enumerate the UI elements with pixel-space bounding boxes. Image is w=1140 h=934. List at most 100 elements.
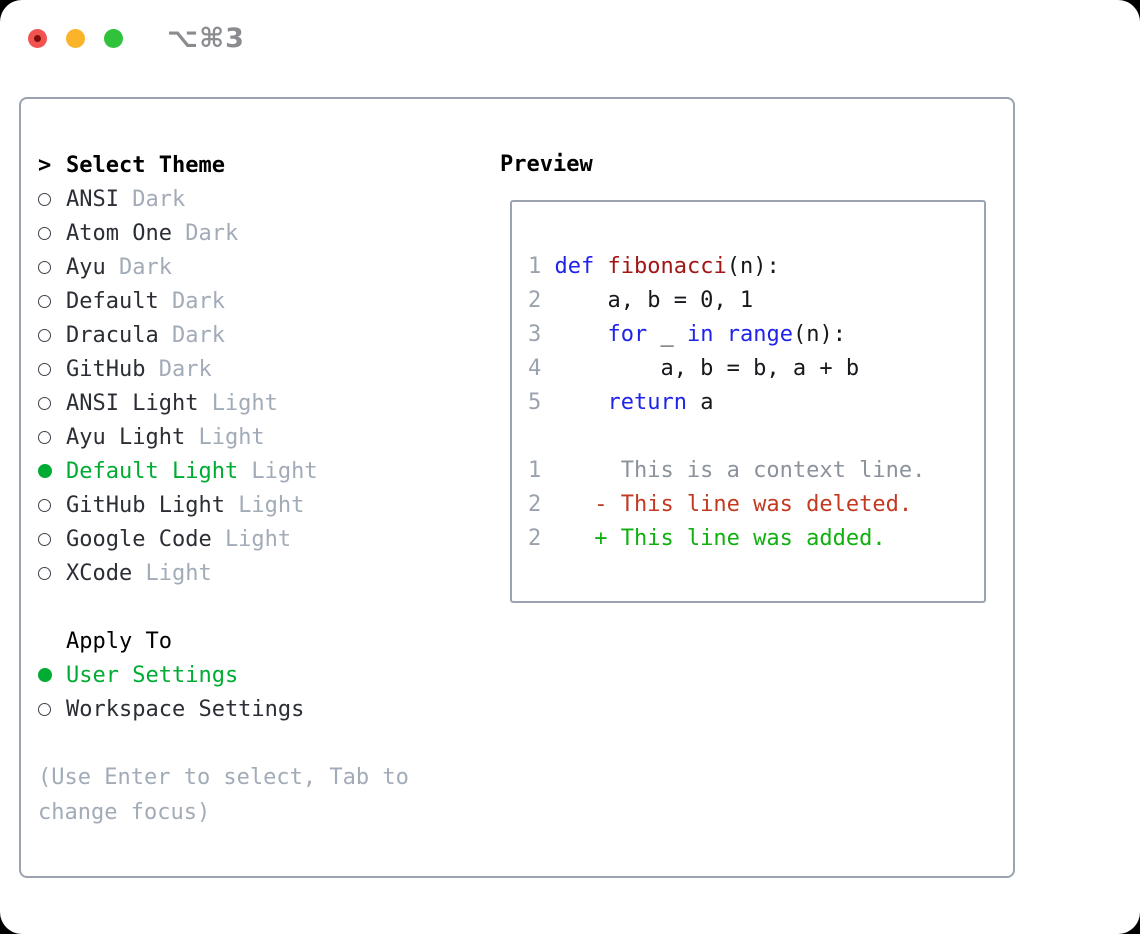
apply-option-user-settings[interactable]: User Settings [38,658,484,692]
theme-option-ansi-light[interactable]: ANSI Light Light [38,386,484,420]
radio-circle [38,702,51,716]
theme-variant-badge: Dark [171,322,225,348]
theme-name: Google Code [66,526,212,552]
code-token: (n): [792,322,846,347]
apply-to-header: Apply To [38,624,484,658]
theme-variant-badge: Dark [158,356,212,382]
line-number: 2 [528,526,542,551]
radio-icon [38,226,66,240]
code-token: _ [647,322,687,347]
radio-circle [38,532,51,546]
theme-name: ANSI [66,186,119,212]
theme-option-github[interactable]: GitHub Dark [38,352,484,386]
radio-circle [38,192,51,206]
window-shortcut-label: ⌥⌘3 [167,22,245,54]
theme-option-xcode[interactable]: XCode Light [38,556,484,590]
theme-name: Dracula [66,322,159,348]
diff-line-deleted: 2 - This line was deleted. [528,488,984,522]
minimize-button[interactable] [66,28,85,48]
code-line: 4 a, b = b, a + b [528,352,984,386]
radio-icon [38,498,66,512]
code-token: a [686,390,714,415]
theme-variant-badge: Light [145,560,212,586]
theme-option-ansi[interactable]: ANSI Dark [38,182,484,216]
radio-circle [38,362,51,376]
theme-variant-badge: Dark [185,220,239,246]
code-token [594,254,607,279]
titlebar: ⌥⌘3 [0,0,1140,76]
focus-caret: > [38,152,52,178]
theme-variant-badge: Light [211,390,278,416]
theme-name: XCode [66,560,133,586]
theme-option-ayu-light[interactable]: Ayu Light Light [38,420,484,454]
preview-title: Preview [500,152,593,177]
code-token: fibonacci [607,254,727,279]
theme-variant-badge: Dark [132,186,186,212]
code-token: a, b = b, a + b [554,356,860,381]
code-token: a, b = 0, 1 [554,288,754,313]
theme-name: Ayu Light [66,424,186,450]
line-number: 2 [528,492,542,517]
radio-icon [38,260,66,274]
close-dot-icon [34,34,41,42]
spacer [528,420,984,454]
code-token [713,322,726,347]
theme-option-dracula[interactable]: Dracula Dark [38,318,484,352]
radio-circle [38,566,51,580]
apply-option-label: User Settings [66,662,239,688]
theme-name: ANSI Light [66,390,199,416]
line-number: 2 [528,288,542,313]
code-token: for [607,322,648,347]
radio-icon [38,396,66,410]
theme-variant-badge: Dark [171,288,225,314]
radio-circle [38,498,51,512]
theme-option-default[interactable]: Default Dark [38,284,484,318]
code-line: 3 for _ in range(n): [528,318,984,352]
radio-circle [38,464,52,478]
diff-line-added: 2 + This line was added. [528,522,984,556]
radio-selected-icon [38,464,66,478]
theme-option-atom-one[interactable]: Atom One Dark [38,216,484,250]
theme-name: GitHub [66,356,146,382]
line-number: 4 [528,356,542,381]
code-line: 5 return a [528,386,984,420]
theme-variant-badge: Light [224,526,292,552]
help-text: (Use Enter to select, Tab to change focu… [38,765,409,825]
theme-name: Ayu [66,254,106,280]
diff-block: 1 This is a context line.2 - This line w… [528,454,984,556]
theme-option-github-light[interactable]: GitHub Light Light [38,488,484,522]
line-number: 1 [528,458,542,483]
theme-picker-title: Select Theme [66,152,225,178]
radio-circle [38,396,51,410]
spacer [38,726,484,760]
theme-name: Atom One [66,220,172,246]
diff-text: + This line was added. [554,526,886,551]
spacer [38,590,484,624]
apply-to-title: Apply To [66,628,172,654]
radio-circle [38,430,51,444]
radio-icon [38,532,66,546]
code-token [554,322,607,347]
theme-variant-badge: Light [238,492,305,518]
radio-icon [38,430,66,444]
theme-name: GitHub Light [66,492,225,518]
radio-circle [38,668,52,682]
apply-option-workspace-settings[interactable]: Workspace Settings [38,692,484,726]
theme-variant-badge: Light [198,424,265,450]
maximize-button[interactable] [104,28,123,48]
close-button[interactable] [28,28,47,48]
theme-picker-header: > Select Theme [38,148,484,182]
radio-icon [38,328,66,342]
theme-name: Default [66,288,159,314]
code-token: return [607,390,687,415]
theme-option-google-code[interactable]: Google Code Light [38,522,484,556]
code-token: in [686,322,714,347]
radio-circle [38,294,51,308]
